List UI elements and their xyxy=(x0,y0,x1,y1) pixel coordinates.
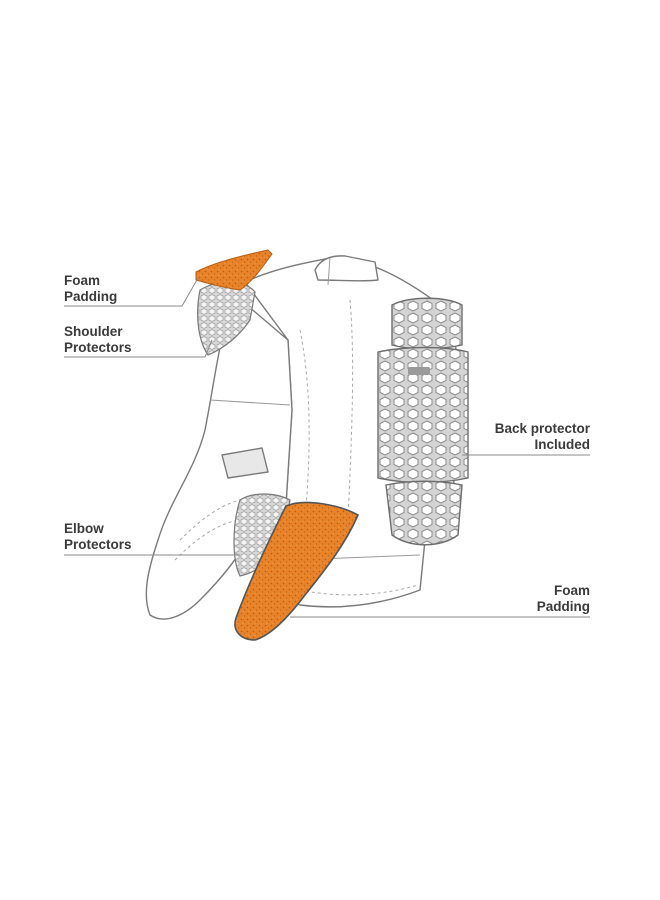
label-line: Padding xyxy=(64,289,118,304)
label-line: Included xyxy=(534,437,590,452)
label-line: Protectors xyxy=(64,340,132,355)
foam-padding-elbow xyxy=(234,501,360,641)
leader-lines xyxy=(64,277,590,618)
label-line: Foam xyxy=(64,273,101,288)
back-protector xyxy=(377,297,469,546)
foam-padding-shoulder xyxy=(195,249,273,291)
leader-shoulder-protectors xyxy=(64,339,213,358)
label-foam-padding-shoulder: Foam Padding xyxy=(64,273,117,305)
label-shoulder-protectors: Shoulder Protectors xyxy=(64,324,132,356)
label-foam-padding-elbow: Foam Padding xyxy=(537,583,590,615)
label-line: Protectors xyxy=(64,537,132,552)
label-line: Padding xyxy=(536,599,590,614)
label-back-protector: Back protector Included xyxy=(495,421,590,453)
label-line: Foam xyxy=(553,583,590,598)
leader-foam-shoulder xyxy=(64,277,199,307)
label-elbow-protectors: Elbow Protectors xyxy=(64,521,132,553)
label-line: Back protector xyxy=(494,421,590,436)
label-line: Shoulder xyxy=(64,324,123,339)
label-line: Elbow xyxy=(64,521,104,536)
